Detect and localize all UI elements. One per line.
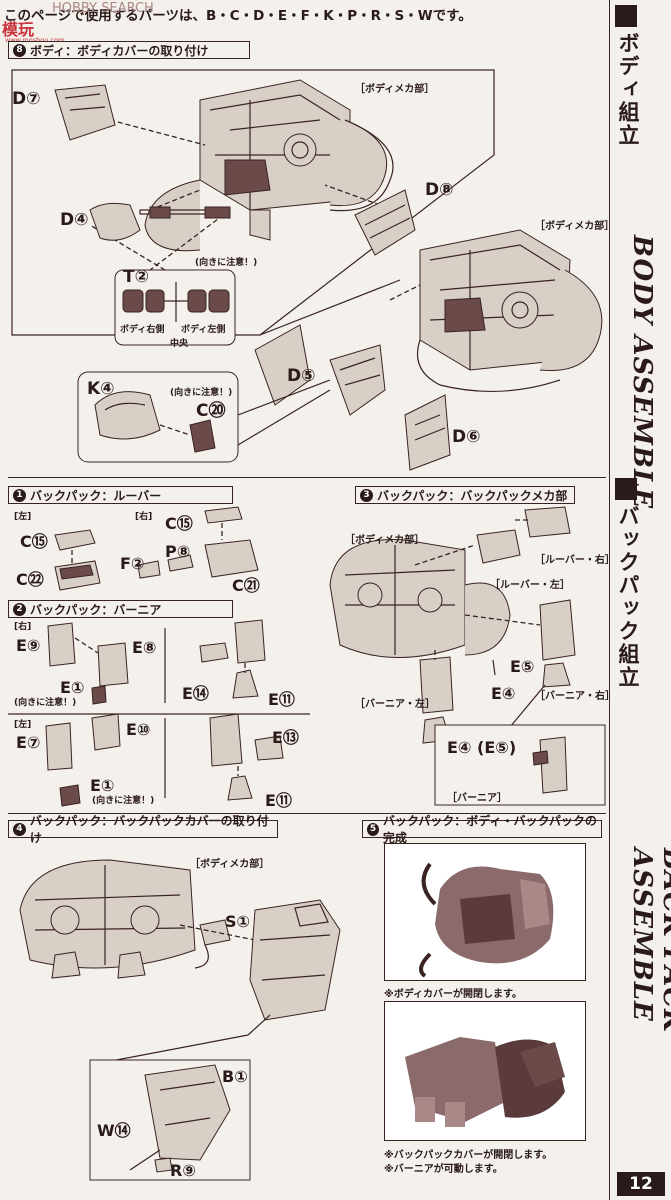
step8-title: ボディ：ボディカバーの取り付け [30,43,209,58]
step8-mecha-label2: ［ボディメカ部］ [535,221,615,232]
step8-number: 8 [13,43,26,57]
step5-note1: ※ボディカバーが開閉します。 [384,989,523,1000]
step3-illustration [329,506,606,806]
step1-title: バックパック：ルーバー [30,488,162,503]
step4-part-b1: B① [222,1067,248,1086]
step5-photo-1 [384,843,586,981]
step4-illustration [19,859,341,1181]
step2-part-e1-right: E① [60,678,85,697]
step4-number: 4 [13,822,26,836]
label-left-side: ボディ左側 [181,325,226,335]
step8-note-direction2: (向きに注意！) [170,388,233,398]
step2-title: バックパック：バーニア [30,602,162,617]
step1-right: [右] [135,512,153,522]
step3-louver-left: ［ルーバー・左］ [490,580,570,591]
sidebar-marker-2 [615,478,637,500]
step5-title: バックパック：ボディ・バックパックの完成 [382,814,597,845]
page-number: 12 [617,1172,665,1196]
logo-sub: www.moshou.com [5,36,65,44]
divider-1 [8,477,606,478]
step5-header: 5 バックパック：ボディ・バックパックの完成 [362,814,602,845]
part-d4: D④ [60,210,89,230]
sidebar-body-jp: ボディ組立 [616,32,640,147]
step1-part-p8: P⑧ [165,542,191,561]
step2-part-e14: E⑭ [182,684,209,703]
step2-part-e11-left: E⑪ [265,791,292,810]
sidebar-back-en: BACK PACK ASSEMBLE [627,848,671,1033]
step2-part-e11-right: E⑪ [268,690,295,709]
step8-mecha-label1: ［ボディメカ部］ [355,84,435,95]
step2-number: 2 [13,602,26,616]
step3-title: バックパック：バックパックメカ部 [377,488,568,503]
t2-box [114,269,236,346]
step4-mecha: ［ボディメカ部］ [190,859,270,870]
step1-part-c22: C㉒ [16,570,44,589]
step5-photo-2 [384,1001,586,1141]
step1-illustration [54,506,259,591]
part-d8: D⑧ [425,180,454,200]
step8-header: 8 ボディ：ボディカバーの取り付け [8,41,250,59]
step3-mecha: ［ボディメカ部］ [345,535,425,546]
logo: 模玩 [2,20,35,39]
step5-note3: ※バーニアが可動します。 [384,1164,503,1175]
step2-part-e1-left: E① [90,776,115,795]
step3-part-e5: E⑤ [510,657,535,676]
step2-part-e10: E⑩ [126,720,151,739]
intro-text: このページで使用するパーツは、B・C・D・E・F・K・P・R・S・Wです。 [4,8,472,24]
step4-header: 4 バックパック：バックパックカバーの取り付け [8,814,278,845]
step3-part-e4: E④ [491,684,516,703]
part-d5: D⑤ [287,366,316,386]
step2-note1: (向きに注意！) [14,698,77,708]
part-t2: T② [123,267,149,287]
step2-left: [左] [14,720,32,730]
sidebar-body-en: BODY ASSEMBLE [627,235,657,510]
step8-illustration [11,69,603,471]
part-k4: K④ [87,379,115,399]
step2-right: [右] [14,622,32,632]
step3-vernier: ［バーニア］ [447,793,507,804]
step8-note-direction: (向きに注意！) [195,258,258,268]
label-right-side: ボディ右側 [120,325,165,335]
step1-left: [左] [14,512,32,522]
step2-illustration [8,619,310,807]
part-d6: D⑥ [452,427,481,447]
step4-title: バックパック：バックパックカバーの取り付け [29,814,269,845]
step3-number: 3 [360,488,373,502]
body-mecha-top [144,79,394,252]
part-d7-shape [54,84,116,141]
step2-part-e13: E⑬ [272,728,299,747]
step3-vernier-right: ［バーニア・右］ [535,691,615,702]
step1-part-c15-right: C⑮ [165,514,193,533]
step1-number: 1 [13,488,26,502]
step1-part-c15-left: C⑮ [20,532,48,551]
step3-vernier-left: ［バーニア・左］ [355,699,435,710]
step2-part-e8: E⑧ [132,638,157,657]
step3-louver-right: ［ルーバー・右］ [535,555,615,566]
step4-part-r9: R⑨ [170,1161,196,1180]
step2-note2: (向きに注意！) [92,796,155,806]
part-c20: C⑳ [196,401,226,421]
step1-header: 1 バックパック：ルーバー [8,486,233,504]
step2-part-e7: E⑦ [16,733,41,752]
sidebar [609,0,671,1200]
step4-part-w14: W⑭ [97,1121,131,1140]
label-center: 中央 [170,339,189,349]
sidebar-back-jp: バックパック組立 [616,505,640,689]
step3-header: 3 バックパック：バックパックメカ部 [355,486,575,504]
step4-part-s1: S① [225,912,251,931]
part-d7: D⑦ [12,89,41,109]
body-mecha-right [416,229,603,393]
watermark: HOBBY SEARCH [52,1,154,16]
step2-header: 2 バックパック：バーニア [8,600,233,618]
step3-part-e4-e5: E④ (E⑤) [447,738,517,757]
sidebar-marker-1 [615,5,637,27]
step1-part-c21: C㉑ [232,576,260,595]
step1-part-f2: F② [120,554,145,573]
divider-2 [8,813,606,814]
step2-part-e9: E⑨ [16,636,41,655]
step5-number: 5 [367,822,379,836]
step5-note2: ※バックパックカバーが開閉します。 [384,1150,553,1161]
t2-shapes [122,282,230,322]
